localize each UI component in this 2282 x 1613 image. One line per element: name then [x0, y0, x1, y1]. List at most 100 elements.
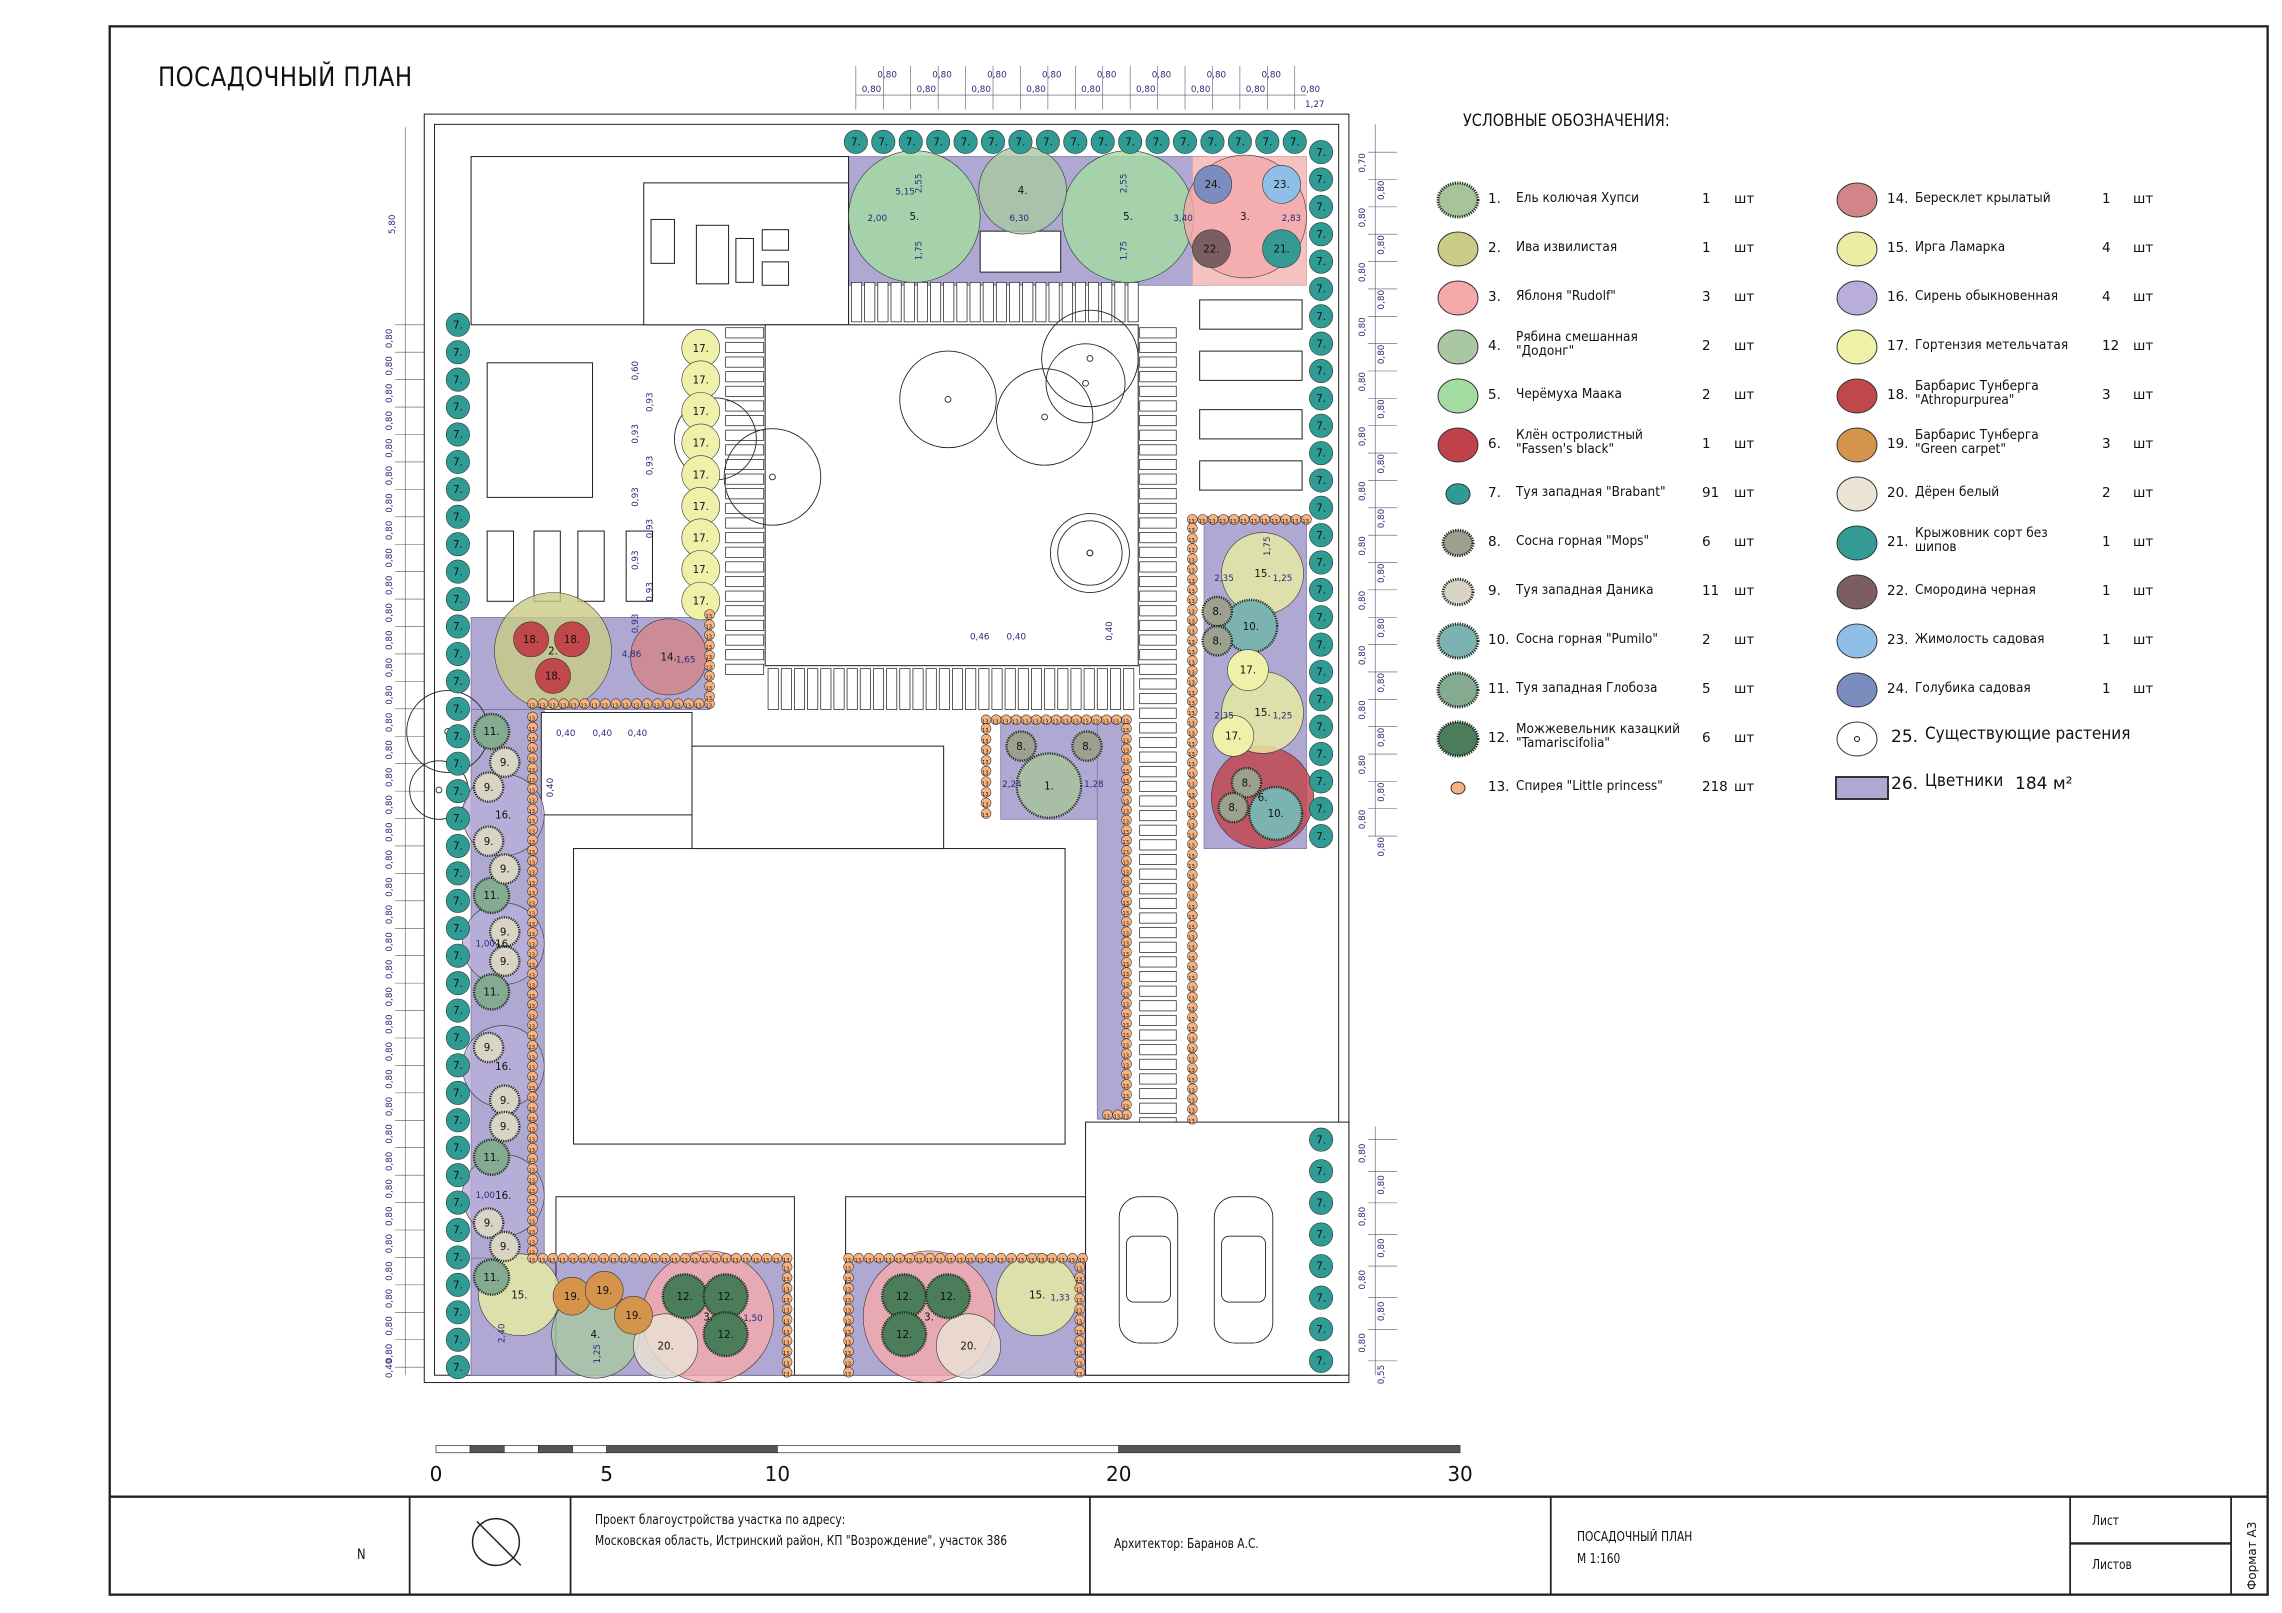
legend-item-name-line: Гортензия метельчатая: [1915, 337, 2069, 353]
plant-crown-13: [527, 773, 538, 784]
plant-label: 7.: [453, 1005, 463, 1017]
dimension-label: 0,80: [1081, 85, 1101, 95]
dimension-label: 0,80: [1358, 208, 1368, 228]
plant-label: 7.: [1316, 831, 1326, 843]
plant-label: 13.: [695, 703, 704, 709]
legend-item-number: 23.: [1887, 632, 1909, 648]
plant-label: 13.: [528, 1240, 537, 1246]
deck-board: [725, 532, 765, 544]
plant-label: 13.: [1188, 650, 1197, 656]
deck-board: [1139, 385, 1177, 397]
plant-label: 13.: [865, 1258, 874, 1264]
plant-label: 7.: [453, 923, 463, 935]
plant-label: 13.: [528, 799, 537, 805]
small-symbol-icon: [1445, 483, 1471, 505]
plant-label: 3.: [1240, 211, 1250, 223]
legend-item: 12.Можжевельник казацкий"Tamariscifolia"…: [1436, 717, 1816, 761]
dimension-label: 0,80: [385, 987, 395, 1007]
dimension-label: 2,55: [1120, 174, 1130, 194]
central-lawn: [764, 324, 1139, 667]
plant-crown-7: [1309, 1190, 1334, 1215]
north-arrow-needle: [476, 1521, 522, 1566]
plant-label: 13.: [1122, 901, 1131, 907]
existing-plant: [899, 350, 997, 449]
plant-label: 13.: [1188, 681, 1197, 687]
legend-item-unit: шт: [1734, 583, 1755, 599]
legend-item-quantity: 2: [2102, 485, 2111, 501]
plant-label: 7.: [1316, 1324, 1326, 1336]
dimension-label: 0,46: [970, 632, 990, 642]
plant-label: 13.: [1122, 1003, 1131, 1009]
plant-crown-2: [494, 592, 612, 710]
plant-crown-8: [1201, 595, 1234, 628]
sheets-label: Листов: [2092, 1558, 2132, 1573]
plant-label: 13.: [1122, 728, 1131, 734]
dimension-label: 0,80: [385, 850, 395, 870]
plant-label: 9.: [500, 1095, 510, 1107]
legend-item-number: 10.: [1488, 632, 1510, 648]
dimension-label: 0,80: [385, 493, 395, 513]
plant-label: 7.: [1316, 1134, 1326, 1146]
dimension-label: 0,80: [1358, 700, 1368, 720]
plant-crown-13: [704, 691, 715, 702]
deck-board: [725, 546, 765, 558]
legend-item-number: 22.: [1887, 583, 1909, 599]
plant-label: 7.: [1262, 137, 1272, 149]
plant-crown-13: [527, 824, 538, 836]
plant-label: 13.: [1122, 1043, 1131, 1049]
plant-crown-7: [1309, 632, 1334, 657]
plant-label: 13.: [581, 703, 590, 709]
plant-crown-13: [1074, 1303, 1085, 1315]
deck-board: [807, 668, 819, 710]
plant-label: 13.: [1114, 1114, 1123, 1120]
legend-item-name: Сосна горная "Mops": [1516, 534, 1649, 548]
deciduous-symbol-icon: [1836, 378, 1878, 414]
legend-item-quantity: 1: [2102, 632, 2111, 648]
plant-label: 13.: [705, 635, 714, 641]
plant-crown-7: [1063, 129, 1088, 154]
plant-crown-9: [472, 825, 505, 858]
dimension-label: 0,80: [385, 603, 395, 623]
plant-crown-13: [704, 660, 715, 671]
plant-crown-7: [445, 833, 470, 858]
plant-label: 13.: [1122, 942, 1131, 948]
legend-item-quantity: 3: [2102, 387, 2111, 403]
plant-label: 13.: [1188, 1048, 1197, 1054]
legend-item-unit: шт: [2133, 534, 2154, 550]
plant-crown-13: [843, 1261, 854, 1273]
plant-label: 13.: [1122, 992, 1131, 998]
plant-label: 13.: [1188, 1088, 1197, 1094]
deck-board: [1061, 281, 1073, 323]
deck-board: [1139, 1044, 1177, 1056]
plant-label: 13.: [1076, 1319, 1085, 1325]
plant-label: 13.: [664, 703, 673, 709]
plant-crown-13: [589, 698, 601, 709]
plant-label: 13.: [570, 703, 579, 709]
plant-label: 13.: [844, 1372, 853, 1378]
plant-label: 10.: [1243, 621, 1259, 633]
plant-label: 13.: [528, 747, 537, 753]
plant-crown-7: [1309, 386, 1334, 411]
plant-label: 13.: [1122, 1074, 1131, 1080]
plant-crown-13: [527, 1214, 538, 1226]
plant-crown-13: [980, 744, 992, 756]
legend-item-unit: шт: [2133, 240, 2154, 256]
legend-item-quantity: 1: [2102, 534, 2111, 550]
deck-board: [877, 281, 889, 323]
plant-crown-13: [527, 947, 538, 959]
plant-label: 13.: [528, 1199, 537, 1205]
deck-board: [1139, 1000, 1177, 1012]
plant-crown-13: [631, 698, 642, 709]
plant-label: 17.: [693, 374, 709, 386]
plant-label: 13.: [1028, 1258, 1037, 1264]
plant-label: 7.: [1180, 137, 1190, 149]
plant-label: 20.: [658, 1341, 674, 1353]
deck-board: [1139, 327, 1177, 339]
legend-item-name-line: "Fassen's black": [1516, 441, 1615, 457]
plant-label: 7.: [453, 621, 463, 633]
plant-label: 7.: [1316, 1356, 1326, 1368]
plant-label: 15.: [511, 1289, 527, 1301]
plant-crown-13: [1074, 1335, 1085, 1346]
